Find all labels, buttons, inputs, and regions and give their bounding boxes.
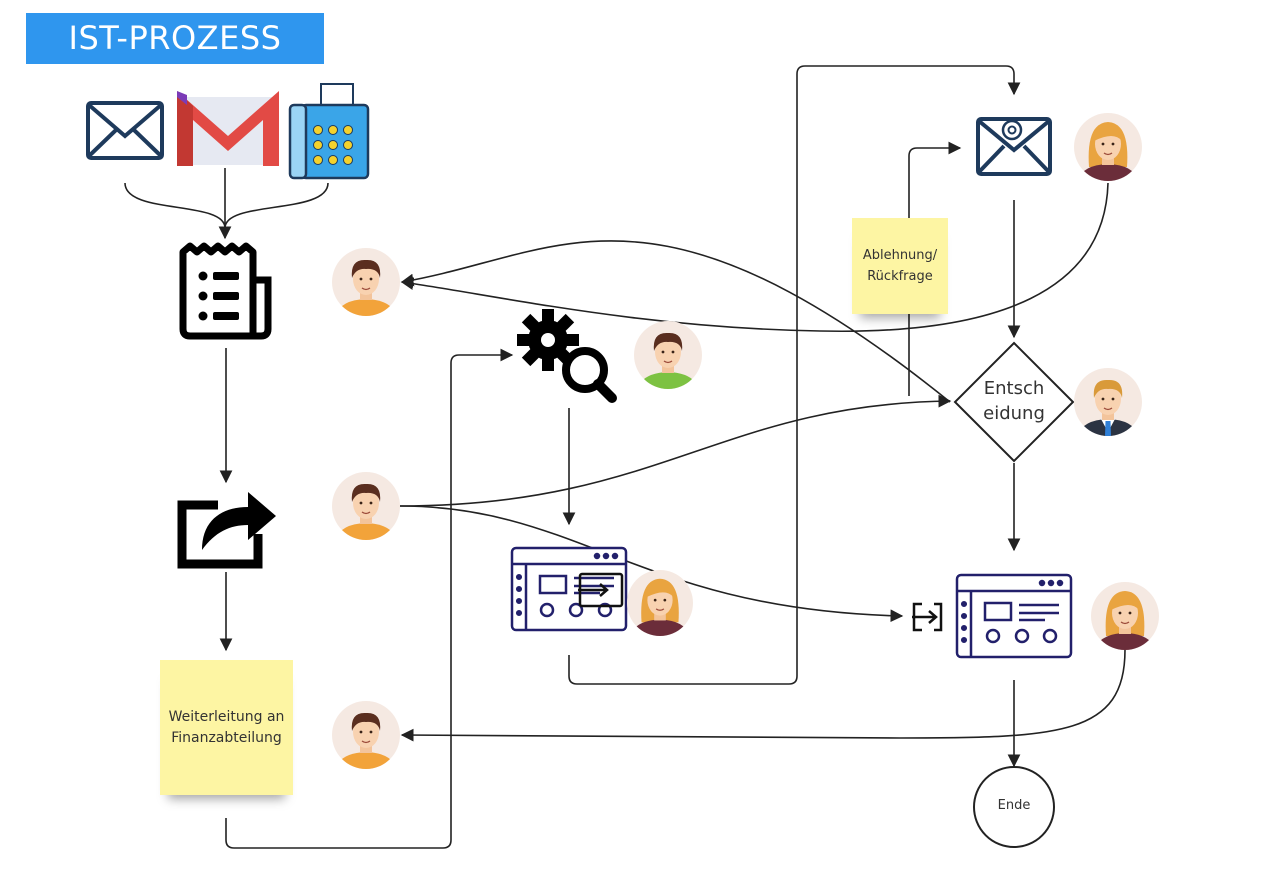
female-avatar-screen	[627, 570, 693, 636]
dashboard-import-icon	[912, 573, 1073, 659]
connectors	[124, 65, 1126, 849]
connector-female-to-avatar-bottom	[400, 649, 1126, 742]
note-forwarding-line1: Weiterleitung an	[168, 708, 285, 725]
male-avatar-share	[332, 472, 400, 540]
note-rejection-line2: Rückfrage	[867, 269, 933, 284]
email-at-icon	[976, 117, 1052, 176]
decision-label-line2: eidung	[983, 403, 1045, 424]
mail-envelope-icon	[86, 101, 164, 160]
gmail-icon	[177, 91, 279, 166]
connector-decision-to-avatar	[400, 240, 951, 403]
end-circle	[973, 766, 1055, 848]
female-avatar-email	[1074, 113, 1142, 181]
decision-label: Entsch eidung	[960, 376, 1068, 426]
suit-avatar-decision	[1074, 368, 1142, 436]
connector-female-to-avatar	[400, 182, 1109, 333]
male-avatar-gear	[634, 321, 702, 389]
gear-search-icon	[517, 309, 617, 403]
end-label: Ende	[997, 798, 1031, 813]
receipt-list-icon	[179, 242, 272, 340]
connector-avatar-to-decision	[399, 394, 952, 507]
note-rejection: Ablehnung/ Rückfrage	[852, 218, 948, 314]
connector-decision-to-email	[908, 141, 962, 396]
note-rejection-line1: Ablehnung/	[862, 248, 938, 263]
note-forwarding-line2: Finanzabteilung	[171, 729, 282, 746]
decision-diamond	[953, 341, 1075, 463]
process-title: IST-PROZESS	[26, 13, 324, 64]
female-avatar-import	[1091, 582, 1159, 650]
connector-screen-to-email	[568, 65, 1021, 685]
connector-note-to-gear	[225, 348, 514, 849]
decision-label-line1: Entsch	[983, 378, 1045, 399]
connector-fax-to-doc	[224, 182, 329, 229]
share-forward-icon	[177, 492, 276, 569]
male-avatar-note	[332, 701, 400, 769]
connector-mail-to-doc	[124, 182, 226, 229]
fax-machine-icon	[288, 83, 370, 180]
note-forwarding: Weiterleitung an Finanzabteilung	[160, 660, 293, 795]
male-avatar-doc	[332, 248, 400, 316]
dashboard-screen-icon	[510, 546, 628, 632]
